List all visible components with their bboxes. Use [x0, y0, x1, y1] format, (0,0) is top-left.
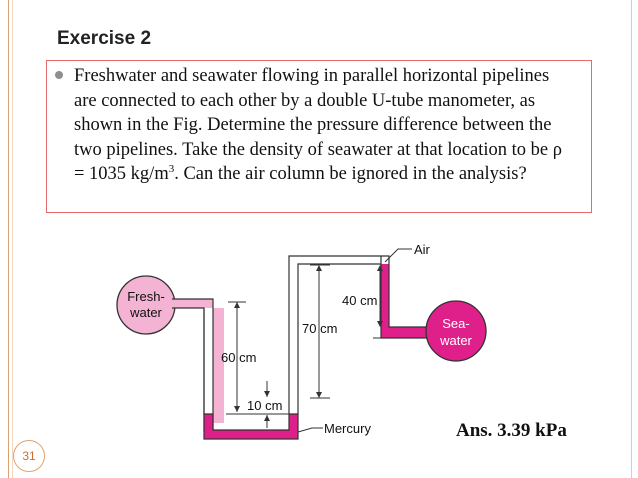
air-leader-line — [384, 248, 412, 263]
label-dim-70: 70 cm — [302, 321, 337, 336]
label-freshwater-1: Fresh- — [127, 289, 165, 304]
problem-text-superscript: 3 — [168, 162, 175, 175]
dim-60-arrow-bottom — [234, 406, 240, 412]
dim-40-arrow-bottom — [377, 321, 383, 327]
problem-text-tail: . Can the air column be ignored in the a… — [174, 164, 527, 184]
dim-70-arrow-bottom — [316, 392, 322, 398]
freshwater-tube-fill — [172, 299, 224, 423]
mercury-leader-line — [297, 427, 323, 433]
page-number-badge: 31 — [13, 440, 45, 472]
label-dim-60: 60 cm — [221, 350, 256, 365]
problem-text-main: Freshwater and seawater flowing in paral… — [74, 66, 562, 184]
dim-10-arrow-top — [264, 391, 270, 397]
label-dim-40: 40 cm — [342, 293, 377, 308]
label-dim-10: 10 cm — [247, 398, 282, 413]
seawater-pipe — [425, 300, 487, 362]
dim-40-arrow-top — [377, 265, 383, 271]
freshwater-tube-outline — [172, 298, 214, 432]
slide-border-left — [8, 0, 9, 478]
label-seawater-1: Sea- — [442, 316, 469, 331]
seawater-tube-fill — [381, 264, 430, 338]
answer-text: Ans. 3.39 kPa — [456, 420, 567, 441]
middle-tube-outline — [288, 255, 381, 414]
problem-text-box — [46, 60, 592, 213]
dim-70-arrow-top — [316, 265, 322, 271]
page-number: 31 — [22, 449, 36, 463]
label-mercury: Mercury — [324, 421, 371, 436]
label-freshwater-2: water — [129, 305, 162, 320]
label-seawater-2: water — [439, 333, 472, 348]
problem-statement: Freshwater and seawater flowing in paral… — [74, 64, 574, 187]
dim-60-arrow-top — [234, 302, 240, 308]
bullet-icon — [55, 71, 63, 79]
slide-border-left-inner — [12, 0, 13, 478]
slide-title: Exercise 2 — [57, 28, 152, 49]
label-air: Air — [414, 242, 431, 257]
slide-border-right — [631, 0, 632, 478]
dim-10-arrow-bottom — [264, 415, 270, 421]
